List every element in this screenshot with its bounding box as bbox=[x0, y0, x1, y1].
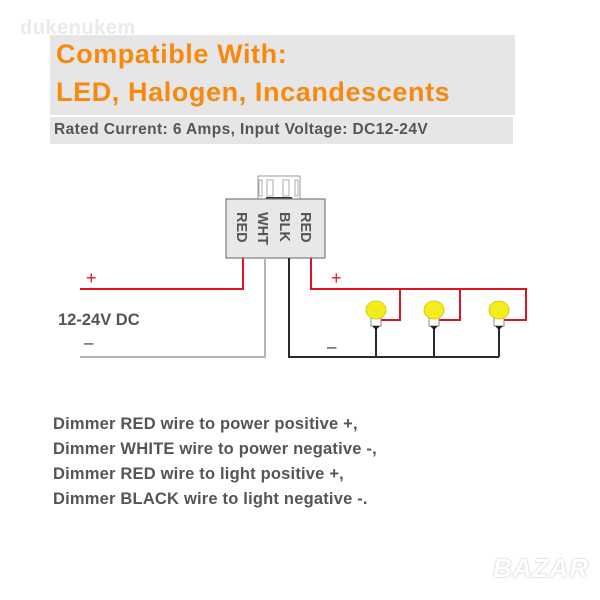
dimmer-body bbox=[225, 198, 326, 259]
wire-light-positive-branch bbox=[380, 289, 401, 321]
wire-power-positive bbox=[80, 258, 244, 290]
wiring-instructions: Dimmer RED wire to power positive +, Dim… bbox=[53, 412, 377, 512]
power-positive-sign: + bbox=[86, 268, 97, 288]
watermark-top: dukenukem bbox=[20, 17, 136, 39]
instruction-line: Dimmer BLACK wire to light negative -. bbox=[53, 490, 368, 508]
watermark-bottom: BAZAR bbox=[493, 553, 589, 583]
header-title: Compatible With: bbox=[56, 39, 288, 69]
light-bulb-icon bbox=[488, 300, 510, 357]
header-panel: Compatible With: LED, Halogen, Incandesc… bbox=[50, 35, 515, 115]
power-negative-sign: – bbox=[84, 333, 94, 352]
light-bulb-icon bbox=[423, 300, 445, 357]
power-voltage-label: 12-24V DC bbox=[58, 311, 140, 329]
terminal-label: RED bbox=[233, 212, 249, 243]
wire-power-negative bbox=[80, 258, 266, 358]
light-bulb-icon bbox=[365, 300, 387, 357]
terminal-label: WHT bbox=[254, 212, 270, 245]
instruction-line: Dimmer RED wire to power positive +, bbox=[53, 415, 358, 433]
header-compatibility-list: LED, Halogen, Incandescents bbox=[56, 77, 451, 107]
wire-light-positive-branch bbox=[438, 289, 461, 321]
dimmer-knob-icon bbox=[257, 175, 301, 200]
rating-text: Rated Current: 6 Amps, Input Voltage: DC… bbox=[54, 121, 429, 138]
light-positive-sign: + bbox=[331, 268, 342, 288]
terminal-label: BLK bbox=[276, 212, 292, 242]
instruction-line: Dimmer WHITE wire to power negative -, bbox=[53, 440, 377, 458]
instruction-line: Dimmer RED wire to light positive +, bbox=[53, 465, 344, 483]
light-negative-sign: – bbox=[327, 337, 337, 356]
wire-light-negative bbox=[288, 258, 499, 358]
wire-light-positive bbox=[310, 258, 527, 321]
terminal-label: RED bbox=[297, 212, 313, 243]
rating-panel: Rated Current: 6 Amps, Input Voltage: DC… bbox=[50, 117, 513, 144]
